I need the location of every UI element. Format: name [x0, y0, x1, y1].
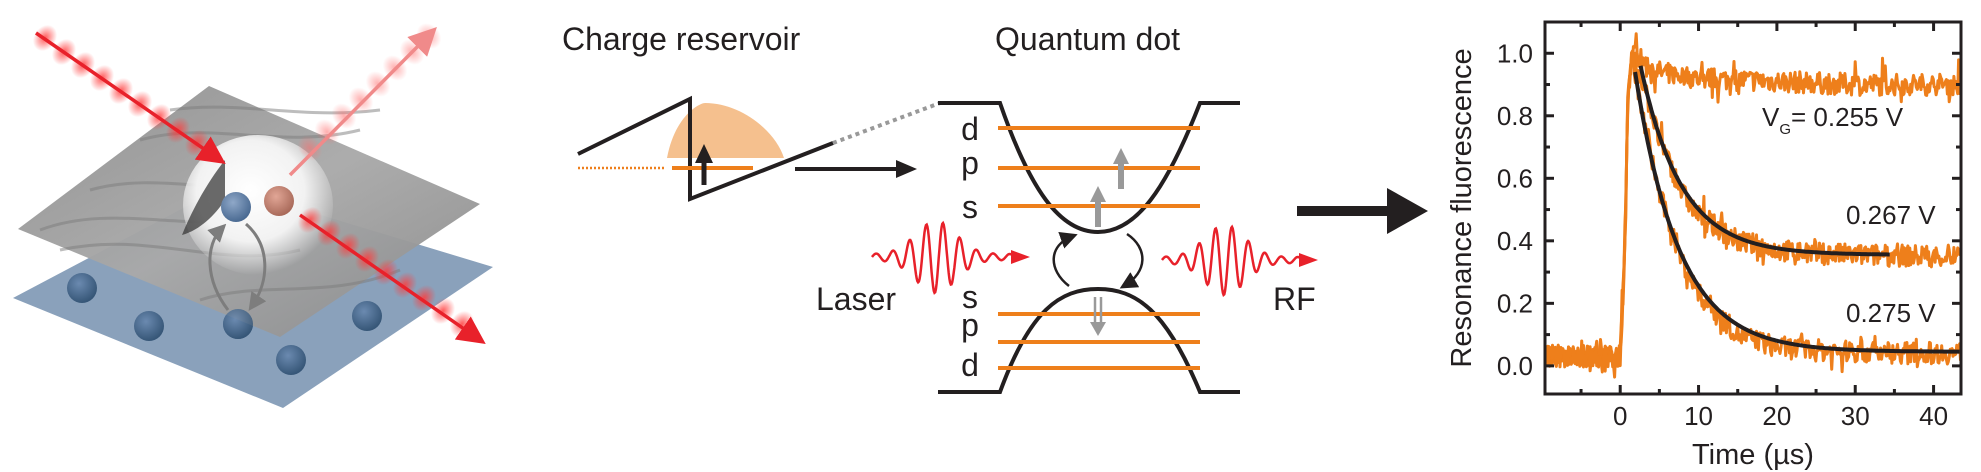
vg-value: = 0.255 V	[1791, 102, 1904, 132]
y-tick-label: 0.4	[1497, 226, 1533, 256]
fermi-sea	[667, 103, 784, 158]
tunneling-arrow-up	[207, 223, 230, 311]
laser-arrowhead	[1011, 250, 1030, 264]
dotted-connector	[832, 101, 941, 145]
rf-arrowhead	[1299, 253, 1318, 267]
relaxation-arrow	[1119, 232, 1144, 289]
label-vb-d: d	[961, 347, 979, 383]
vg-subscript: G	[1779, 121, 1791, 138]
data-trace-1	[1545, 51, 1961, 379]
quantum-dot-diagram: d p s s p d Laser	[816, 101, 1318, 394]
label-cb-s: s	[962, 189, 978, 225]
data-trace-2	[1545, 49, 1961, 374]
reservoir-electron-under-dot	[223, 309, 253, 339]
band-diagram: Charge reservoir Quantum dot	[562, 21, 1428, 394]
hole-ball	[264, 186, 294, 216]
spin-up-arrow-icon	[1113, 148, 1129, 189]
y-tick-label: 0.6	[1497, 163, 1533, 193]
spin-down-arrow-icon	[1090, 297, 1106, 336]
y-tick-label: 0.8	[1497, 101, 1533, 131]
laser-wave	[871, 220, 1015, 295]
quantum-dot-illustration	[13, 23, 493, 408]
plot-frame	[1543, 20, 1963, 396]
incoming-laser-beam	[32, 24, 226, 164]
x-axis-label: Time (µs)	[1692, 439, 1814, 471]
y-tick-label: 1.0	[1497, 38, 1533, 68]
transmitted-laser-beam	[297, 206, 486, 344]
y-tick-label: 0.0	[1497, 351, 1533, 381]
label-vb-p: p	[961, 307, 979, 343]
right-arrow-icon	[795, 160, 917, 178]
x-tick-label: 10	[1684, 401, 1713, 431]
reservoir-electron	[67, 273, 97, 303]
series-label-0275: 0.275 V	[1846, 298, 1936, 328]
spin-up-arrow-icon	[695, 144, 713, 185]
laser-label: Laser	[816, 281, 896, 317]
x-tick-label: 20	[1762, 401, 1791, 431]
spin-up-arrow-icon	[1090, 186, 1106, 227]
plot-area	[1545, 32, 1961, 379]
electron-ball	[221, 192, 251, 222]
series-label-vg: VG= 0.255 V	[1762, 102, 1904, 138]
rf-wave	[1161, 224, 1303, 298]
y-tick-label: 0.2	[1497, 288, 1533, 318]
vg-symbol: V	[1762, 102, 1780, 132]
reservoir-electron	[276, 345, 306, 375]
label-vb-s: s	[962, 279, 978, 315]
bump-shadow	[182, 160, 225, 235]
y-axis-label: Resonance fluorescence	[1446, 48, 1478, 367]
emitted-fluorescence-beam	[288, 23, 442, 177]
big-right-arrow-icon	[1297, 188, 1428, 234]
conduction-band	[938, 101, 1240, 235]
reservoir-band-edge	[577, 95, 834, 202]
label-cb-p: p	[961, 145, 979, 181]
chart: 0 10 20 30 40 0.0 0.2 0.4 0.6 0.8 1.0 Resonance fl…	[1446, 20, 1963, 471]
fit-curve-4	[1633, 71, 1960, 354]
excitation-arrow	[1052, 232, 1078, 287]
x-tick-label: 40	[1919, 401, 1948, 431]
reservoir-electron	[352, 301, 382, 331]
x-tick-label: 30	[1841, 401, 1870, 431]
laser-arrow	[35, 31, 226, 164]
rf-label: RF	[1273, 281, 1316, 317]
fit-curve-3	[1638, 65, 1890, 257]
quantum-dot-label: Quantum dot	[995, 21, 1180, 57]
transmitted-laser-arrow	[299, 213, 486, 344]
reservoir-electron	[134, 311, 164, 341]
tunneling-arrow-down	[244, 222, 267, 311]
x-tick-label: 0	[1613, 401, 1627, 431]
charge-reservoir-label: Charge reservoir	[562, 21, 801, 57]
label-cb-d: d	[961, 111, 979, 147]
charge-reservoir-diagram	[577, 95, 941, 202]
series-label-0267: 0.267 V	[1846, 200, 1936, 230]
fluorescence-arrow	[288, 27, 437, 177]
axis-ticks: 0 10 20 30 40 0.0 0.2 0.4 0.6 0.8 1.0	[1497, 20, 1961, 431]
